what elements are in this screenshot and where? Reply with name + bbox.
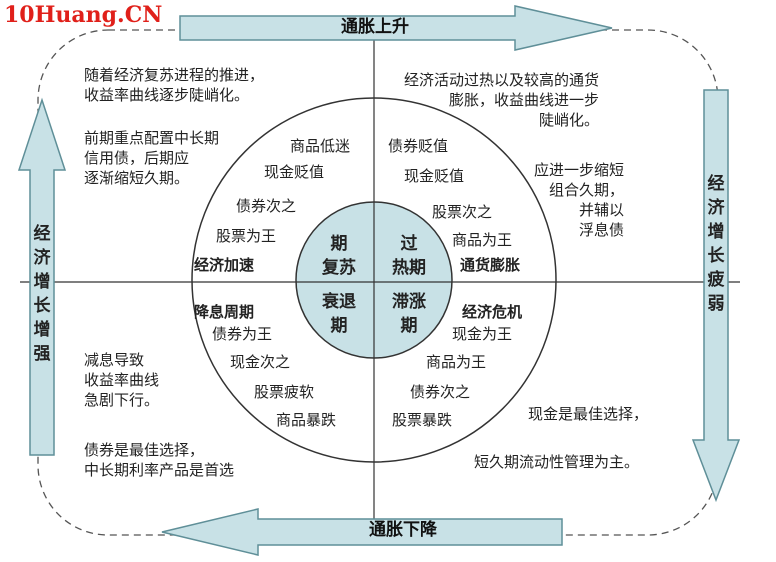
- left-arrow: [17, 97, 67, 456]
- ranking-item: 股票为王: [216, 227, 277, 245]
- phase-stagflation: 滞涨 期: [392, 292, 426, 336]
- stage-rate-cut: 降息周期: [194, 303, 255, 321]
- ranking-item: 债券贬值: [388, 137, 449, 155]
- bottom-arrow: [161, 508, 563, 556]
- ranking-item: 股票次之: [432, 203, 493, 221]
- watermark: 10Huang.CN: [4, 2, 163, 28]
- inflation-falling-label: 通胀下降: [369, 520, 437, 540]
- ranking-item: 现金为王: [452, 325, 513, 343]
- phase-recession: 衰退 期: [322, 292, 356, 336]
- note-top-right-curve: 经济活动过热以及较高的通货 膨胀，收益曲线进一步 陡峭化。: [404, 71, 600, 129]
- note-top-right-allocation: 应进一步缩短 组合久期， 并辅以 浮息债: [534, 161, 625, 239]
- ranking-item: 现金次之: [230, 353, 291, 371]
- ranking-item: 现金贬值: [404, 167, 465, 185]
- ranking-item: 商品为王: [452, 231, 513, 249]
- note-bottom-right-allocation: 短久期流动性管理为主。: [474, 453, 640, 471]
- stage-crisis: 经济危机: [462, 303, 523, 321]
- note-bottom-right-choice: 现金是最佳选择，: [528, 405, 649, 423]
- stage-inflation: 通货膨胀: [460, 256, 521, 274]
- note-bottom-left-curve: 减息导致 收益率曲线 急剧下行。: [84, 351, 160, 409]
- ranking-item: 股票暴跌: [392, 411, 453, 429]
- ranking-item: 现金贬值: [264, 163, 325, 181]
- right-arrow: [691, 89, 741, 503]
- inflation-rising-label: 通胀上升: [341, 17, 409, 37]
- phase-overheat: 过 热期: [392, 234, 426, 278]
- phase-recovery: 期 复苏: [322, 234, 356, 278]
- stage-acceleration: 经济加速: [194, 256, 255, 274]
- ranking-item: 股票疲软: [254, 383, 315, 401]
- ranking-item: 商品低迷: [290, 137, 351, 155]
- note-top-left-curve: 随着经济复苏进程的推进， 收益率曲线逐步陡峭化。: [84, 66, 265, 104]
- ranking-item: 商品为王: [426, 353, 487, 371]
- ranking-item: 债券次之: [236, 197, 297, 215]
- growth-weakening-label: 经济增长疲弱: [707, 174, 725, 314]
- growth-strengthening-label: 经济增长增强: [33, 224, 51, 364]
- note-bottom-left-allocation: 债券是最佳选择， 中长期利率产品是首选: [84, 441, 235, 479]
- top-arrow: [179, 5, 613, 51]
- ranking-item: 债券次之: [410, 383, 471, 401]
- ranking-item: 债券为王: [212, 325, 273, 343]
- note-top-left-allocation: 前期重点配置中长期 信用债，后期应 逐渐缩短久期。: [84, 129, 220, 187]
- ranking-item: 商品暴跌: [276, 411, 337, 429]
